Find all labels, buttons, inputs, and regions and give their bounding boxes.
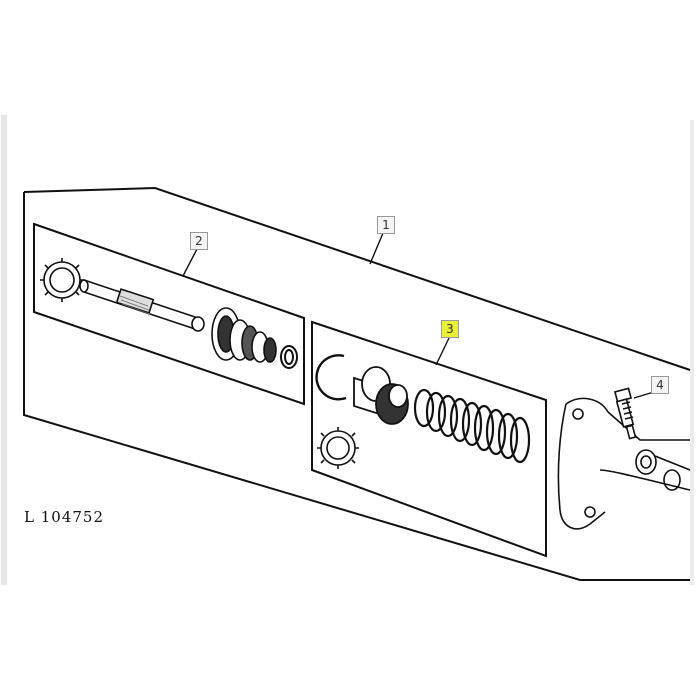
panel-part-2 [33,222,305,406]
assembly-outline [23,186,691,581]
leader-lines [182,232,658,399]
bleeder-screw [613,387,637,440]
push-rod [79,279,205,332]
callout-2: 2 [190,232,208,250]
callout-3: 3 [441,320,459,338]
o-ring [280,345,298,369]
callout-4: 4 [651,376,669,394]
retaining-ring [315,354,347,401]
spring [413,388,531,464]
drawing-id: L 104752 [24,508,104,526]
piston-boot [211,307,277,363]
callout-1: 1 [377,216,395,234]
snap-ring-lower [317,427,359,469]
panel-part-3 [311,320,547,558]
snap-ring-left [40,258,84,302]
piston [353,366,409,425]
cylinder-housing [557,397,691,530]
